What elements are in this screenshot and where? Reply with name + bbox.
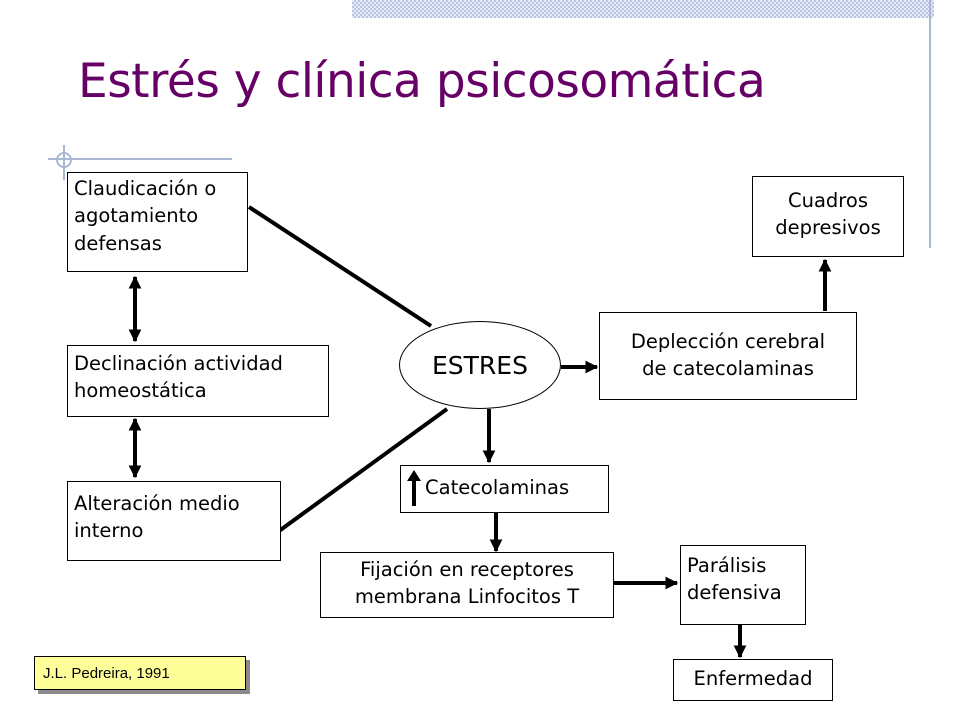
line-estres-claudicacion xyxy=(247,205,433,328)
citation-text: J.L. Pedreira, 1991 xyxy=(43,664,170,682)
node-catecolaminas: Catecolaminas xyxy=(400,465,609,513)
bullet-crosshair-decoration xyxy=(48,145,232,180)
node-declinacion: Declinación actividad homeostática xyxy=(67,345,329,417)
header-pattern-decoration xyxy=(352,0,934,18)
node-estres: ESTRES xyxy=(399,321,561,409)
citation-box: J.L. Pedreira, 1991 xyxy=(34,656,246,690)
line-estres-alteracion xyxy=(277,407,449,533)
increase-arrow-icon-overlay xyxy=(407,470,421,506)
node-paralisis: Parálisis defensiva xyxy=(680,545,806,625)
node-cuadros: Cuadros depresivos xyxy=(752,176,904,257)
vertical-line-decoration xyxy=(929,0,931,248)
node-fijacion: Fijación en receptores membrana Linfocit… xyxy=(320,552,614,618)
node-deplecion: Deplección cerebral de catecolaminas xyxy=(599,312,857,400)
node-claudicacion: Claudicación o agotamiento defensas xyxy=(67,172,248,272)
node-enfermedad: Enfermedad xyxy=(673,659,833,701)
slide-title: Estrés y clínica psicosomática xyxy=(78,54,766,109)
node-alteracion: Alteración medio interno xyxy=(67,481,281,561)
